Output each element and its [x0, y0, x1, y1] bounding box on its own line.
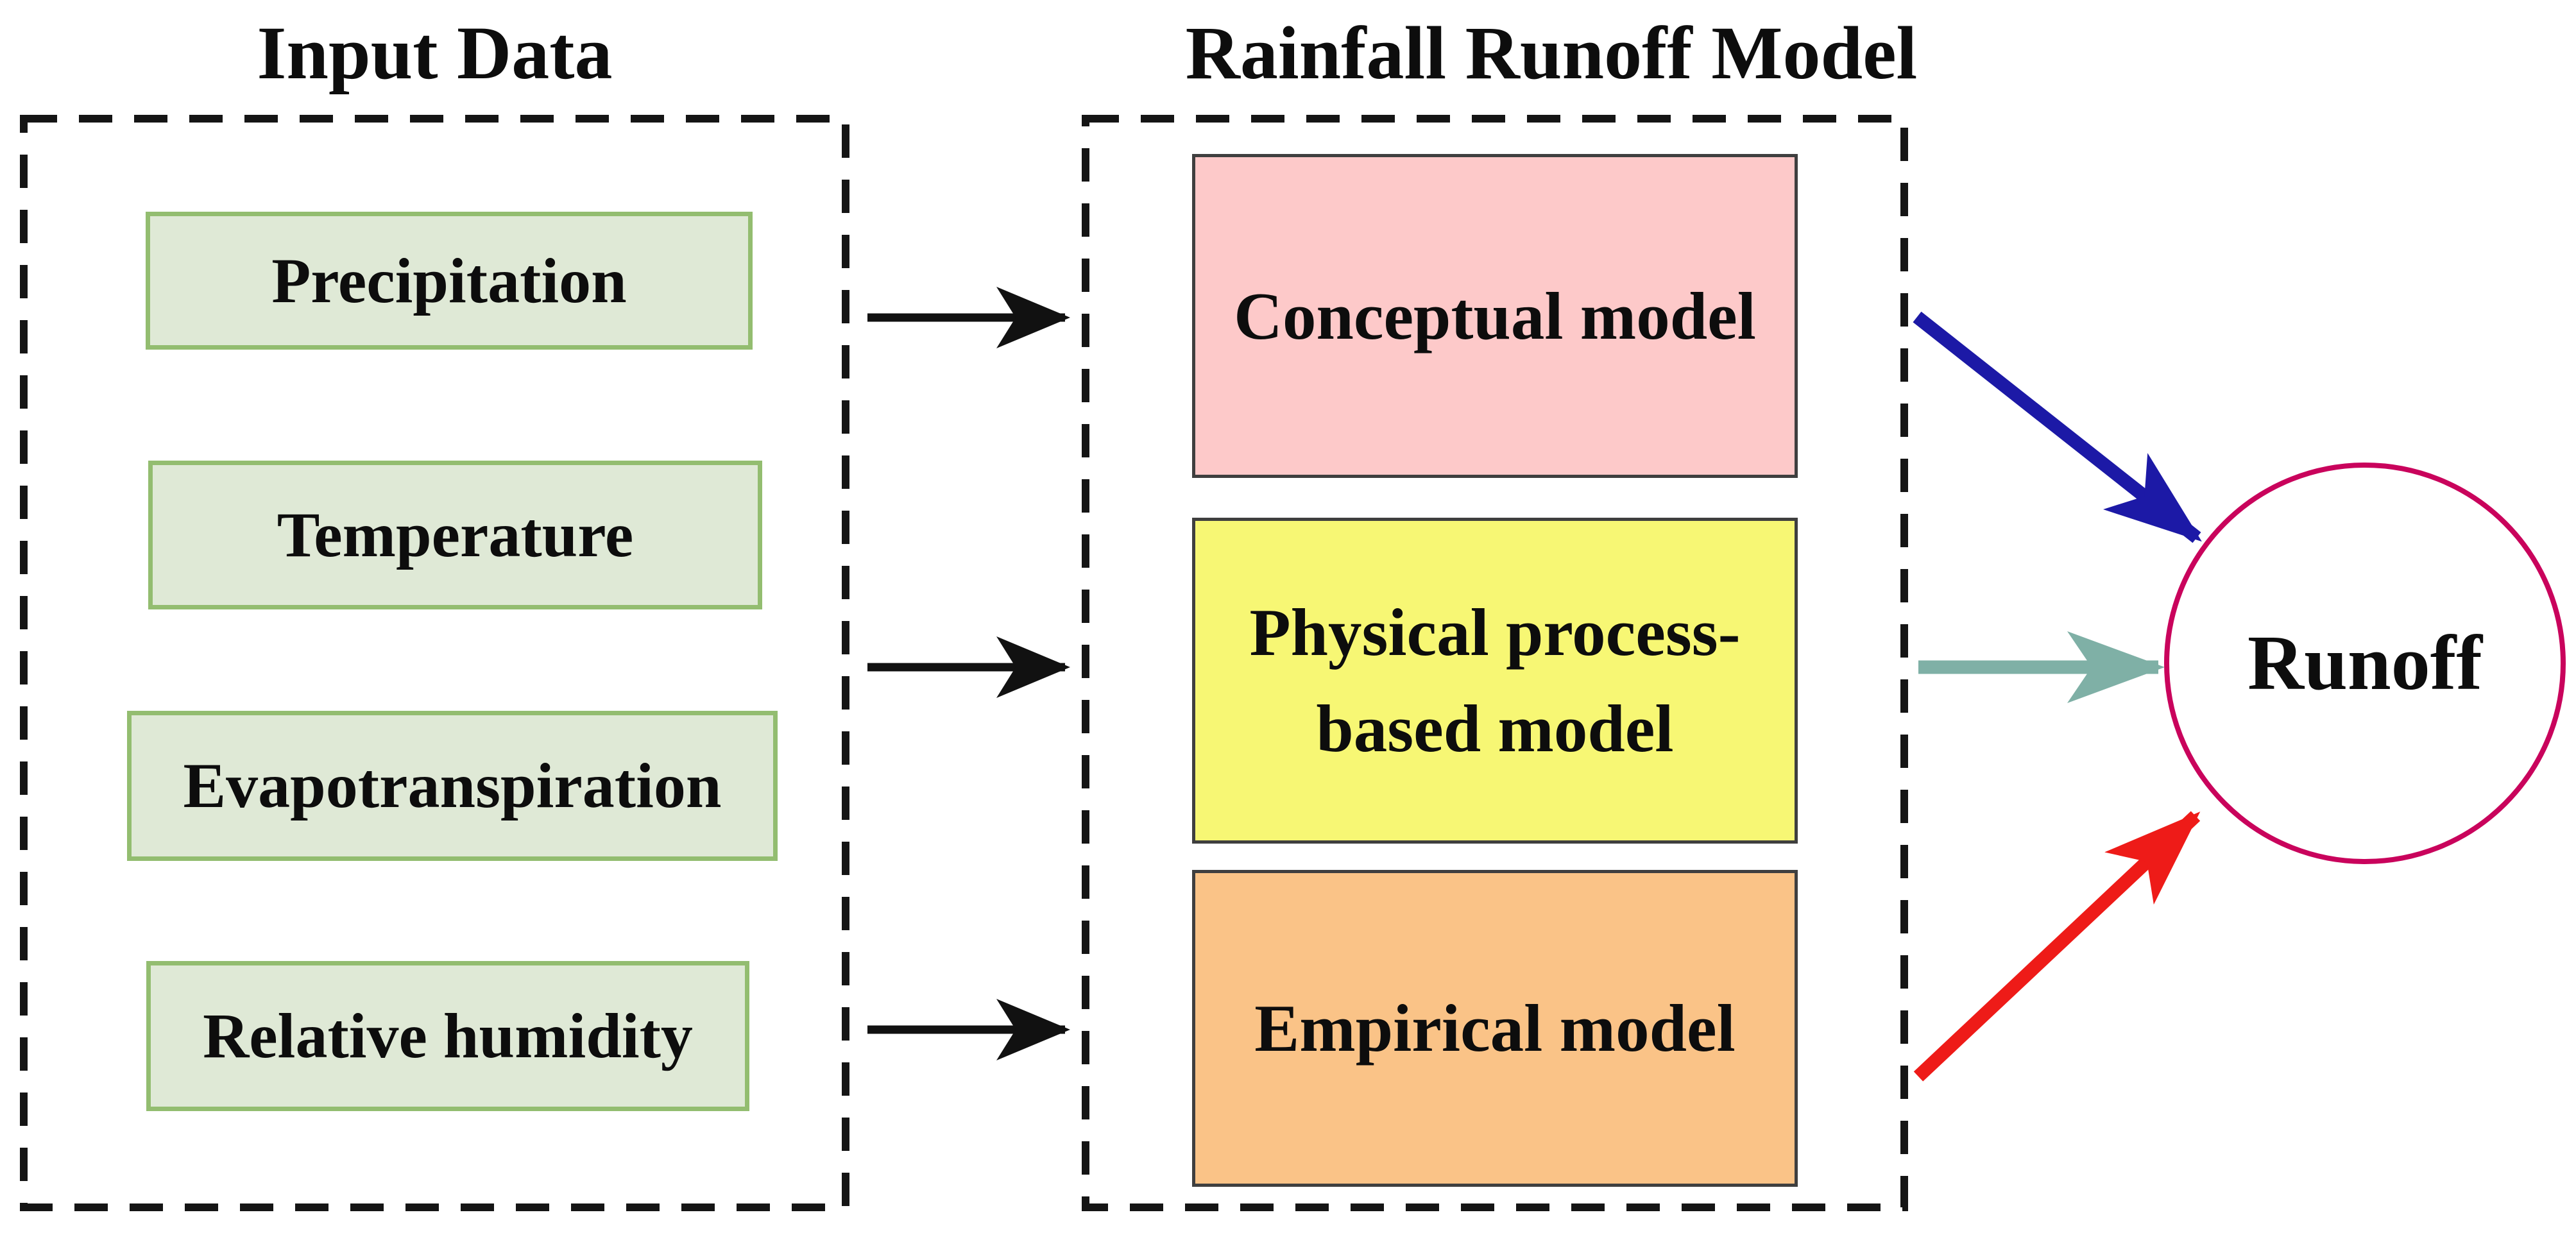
input-node-precipitation-label: Precipitation: [271, 244, 627, 316]
input-node-evapotranspiration: Evapotranspiration: [127, 711, 778, 861]
model-panel-dashed-border: [1082, 115, 1908, 1211]
input-node-relative-humidity: Relative humidity: [146, 961, 749, 1111]
input-panel-dashed-border: [20, 115, 849, 1211]
input-node-precipitation: Precipitation: [146, 212, 753, 350]
runoff-circle: [2164, 463, 2566, 864]
model-node-empirical-label: Empirical model: [1254, 991, 1736, 1066]
model-node-conceptual: Conceptual model: [1192, 154, 1798, 478]
input-panel-title: Input Data: [257, 11, 613, 95]
input-node-temperature-label: Temperature: [277, 499, 634, 570]
model-panel-title: Rainfall Runoff Model: [1185, 11, 1918, 95]
arrow-conceptual-to-runoff: [1913, 311, 2202, 543]
model-node-physical-process-based: Physical process- based model: [1192, 518, 1798, 844]
model-node-conceptual-label: Conceptual model: [1234, 278, 1756, 353]
input-node-relative-humidity-label: Relative humidity: [203, 1000, 693, 1071]
runoff-output-label: Runoff: [2247, 620, 2483, 706]
input-node-evapotranspiration-label: Evapotranspiration: [183, 750, 722, 821]
arrow-empirical-to-runoff: [1913, 811, 2201, 1082]
model-node-empirical: Empirical model: [1192, 870, 1798, 1187]
model-node-physical-process-based-label: Physical process- based model: [1249, 595, 1741, 766]
input-node-temperature: Temperature: [148, 461, 762, 609]
